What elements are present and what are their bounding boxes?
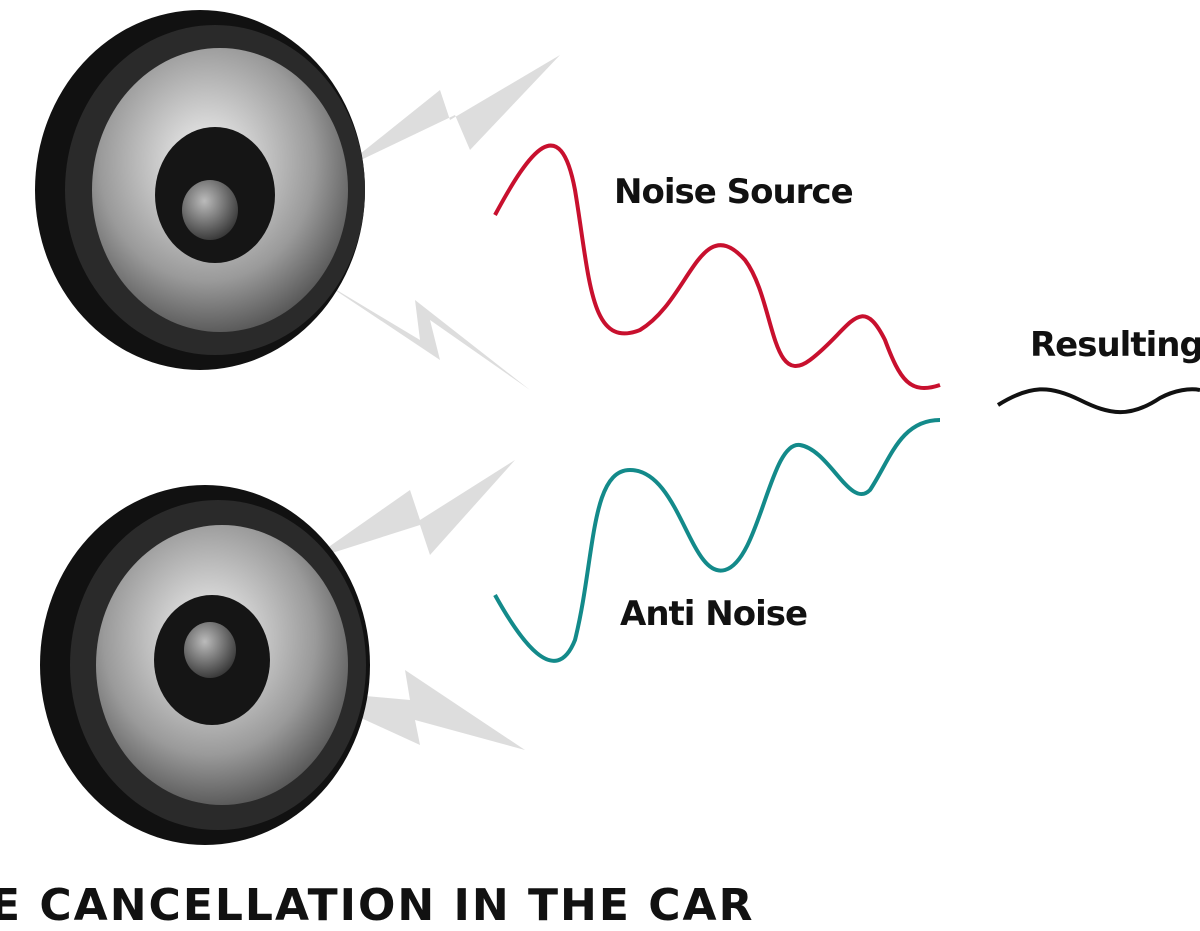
speaker-top bbox=[35, 10, 365, 370]
resulting-label: Resulting bbox=[1030, 325, 1200, 365]
anti-noise-wave bbox=[493, 418, 941, 663]
sound-bolts-bottom bbox=[300, 460, 525, 750]
resulting-wave bbox=[996, 387, 1200, 415]
sound-bolts-top bbox=[320, 55, 560, 390]
speaker-bottom bbox=[40, 485, 370, 845]
noise-cancellation-diagram bbox=[35, 10, 1200, 845]
anti-noise-label: Anti Noise bbox=[620, 594, 808, 634]
caption: E CANCELLATION IN THE CAR bbox=[0, 880, 755, 931]
noise-source-label: Noise Source bbox=[614, 172, 854, 212]
noise-source-wave bbox=[493, 143, 941, 390]
